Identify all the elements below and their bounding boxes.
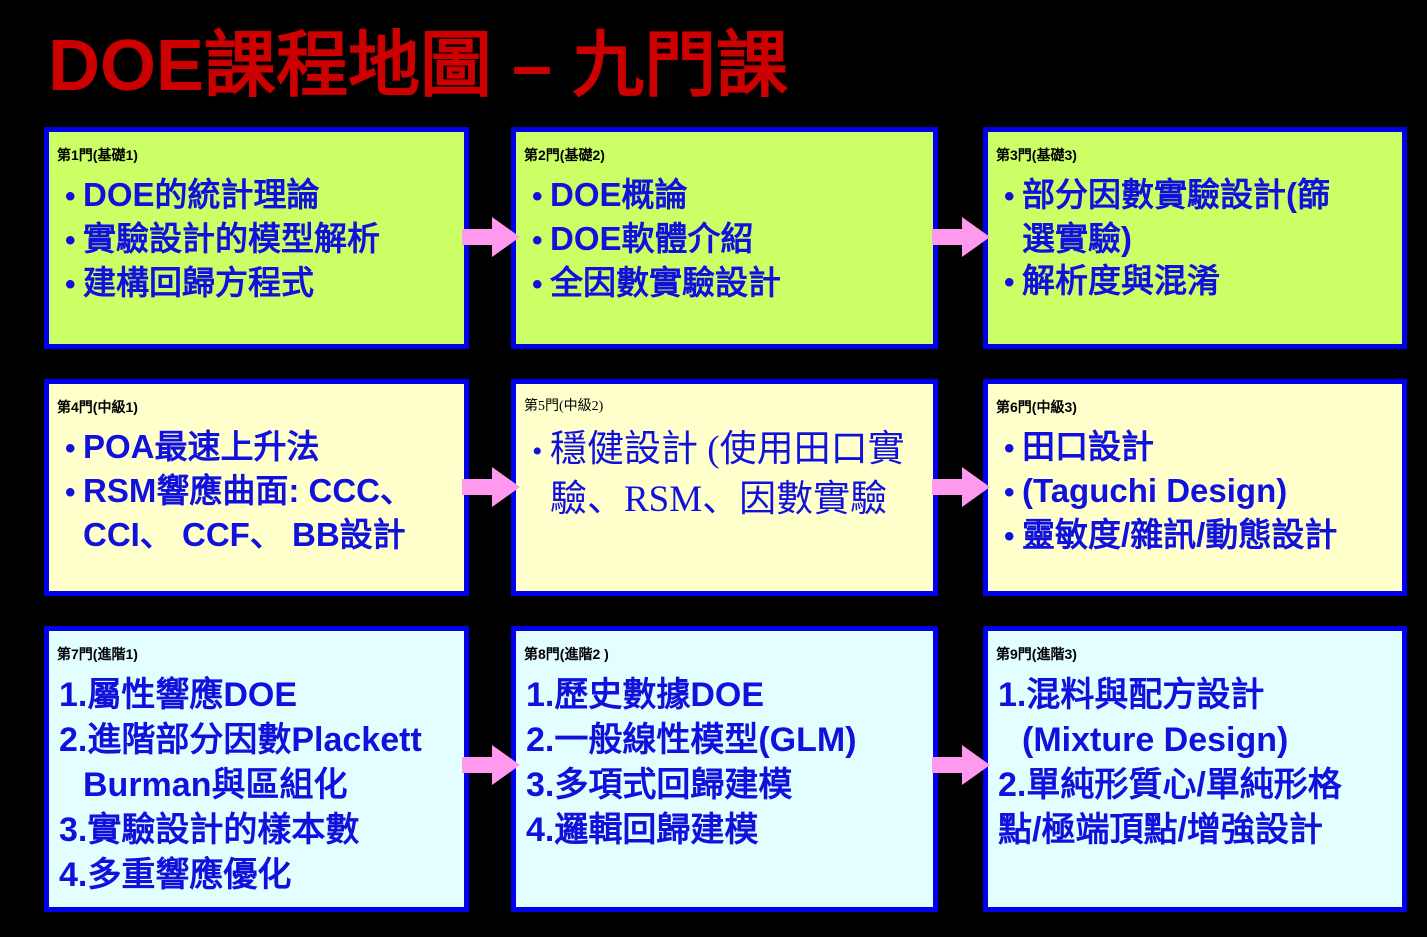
- course-line: DOE概論: [526, 174, 929, 218]
- course-box-2-heading: 第2門(基礎2): [524, 147, 605, 163]
- course-line: 4.邏輯回歸建模: [526, 811, 759, 849]
- course-line: 1.混料與配方設計: [998, 676, 1265, 714]
- course-box-1-heading: 第1門(基礎1): [57, 147, 138, 163]
- course-box-9-body: 1.混料與配方設計 (Mixture Design) 2.單純形質心/單純形格點/極…: [988, 673, 1402, 853]
- course-line: 2.進階部分因數Plackett: [59, 721, 422, 759]
- arrow-7-to-8-icon: [462, 742, 520, 788]
- course-line: 解析度與混淆: [998, 260, 1398, 304]
- course-line: DOE軟體介紹: [526, 218, 929, 262]
- course-line: 2.單純形質心/單純形格: [998, 766, 1342, 804]
- course-line: RSM響應曲面: CCC、: [59, 470, 460, 514]
- course-box-6[interactable]: 第6門(中級3) 田口設計(Taguchi Design)靈敏度/雜訊/動態設計: [983, 379, 1407, 596]
- course-line: 部分因數實驗設計(篩: [998, 174, 1398, 218]
- course-line: CCI、 CCF、 BB設計: [83, 516, 406, 553]
- course-line: (Taguchi Design): [998, 470, 1398, 514]
- course-line: 全因數實驗設計: [526, 262, 929, 306]
- page-title: DOE課程地圖 – 九門課: [48, 26, 789, 106]
- course-box-7-heading: 第7門(進階1): [57, 646, 138, 662]
- course-line: POA最速上升法: [59, 426, 460, 470]
- course-box-1-body: DOE的統計理論實驗設計的模型解析建構回歸方程式: [49, 174, 464, 306]
- course-box-1[interactable]: 第1門(基礎1) DOE的統計理論實驗設計的模型解析建構回歸方程式: [44, 127, 469, 349]
- course-line: Burman與區組化: [83, 766, 348, 804]
- course-box-9-heading: 第9門(進階3): [996, 646, 1077, 662]
- course-box-6-heading: 第6門(中級3): [996, 399, 1077, 415]
- course-line: 田口設計: [998, 426, 1398, 470]
- course-line: 3.實驗設計的樣本數: [59, 811, 360, 849]
- course-box-4[interactable]: 第4門(中級1) POA最速上升法RSM響應曲面: CCC、CCI、 CCF、 B…: [44, 379, 469, 596]
- course-line: DOE的統計理論: [59, 174, 460, 218]
- course-line: 建構回歸方程式: [59, 262, 460, 306]
- course-box-3-heading: 第3門(基礎3): [996, 147, 1077, 163]
- course-box-2[interactable]: 第2門(基礎2) DOE概論DOE軟體介紹全因數實驗設計: [511, 127, 938, 349]
- course-line: (Mixture Design): [1022, 721, 1289, 759]
- course-line: 選實驗): [1022, 220, 1132, 257]
- course-line: 驗、RSM、因數實驗: [550, 479, 888, 520]
- course-box-8-heading: 第8門(進階2 ): [524, 646, 609, 662]
- course-line: 1.歷史數據DOE: [526, 676, 765, 714]
- course-line: 實驗設計的模型解析: [59, 218, 460, 262]
- arrow-2-to-3-icon: [932, 214, 990, 260]
- course-box-5-heading: 第5門(中級2): [524, 399, 604, 414]
- course-line: 1.屬性響應DOE: [59, 676, 298, 714]
- course-box-8-body: 1.歷史數據DOE 2.一般線性模型(GLM) 3.多項式回歸建模 4.邏輯回歸建模: [516, 673, 933, 853]
- course-box-4-heading: 第4門(中級1): [57, 399, 138, 415]
- course-line: 3.多項式回歸建模: [526, 766, 793, 804]
- course-box-6-body: 田口設計(Taguchi Design)靈敏度/雜訊/動態設計: [988, 426, 1402, 558]
- course-box-4-body: POA最速上升法RSM響應曲面: CCC、CCI、 CCF、 BB設計: [49, 426, 464, 556]
- course-line: 靈敏度/雜訊/動態設計: [998, 514, 1398, 558]
- course-line: 點/極端頂點/增強設計: [998, 811, 1323, 849]
- arrow-1-to-2-icon: [462, 214, 520, 260]
- course-line: 穩健設計 (使用田口實: [526, 426, 929, 476]
- course-line: 2.一般線性模型(GLM): [526, 721, 857, 759]
- arrow-4-to-5-icon: [462, 464, 520, 510]
- course-box-9[interactable]: 第9門(進階3) 1.混料與配方設計 (Mixture Design) 2.單純形質心…: [983, 626, 1407, 912]
- course-box-8[interactable]: 第8門(進階2 ) 1.歷史數據DOE 2.一般線性模型(GLM) 3.多項式回歸建模…: [511, 626, 938, 912]
- course-box-2-body: DOE概論DOE軟體介紹全因數實驗設計: [516, 174, 933, 306]
- course-line: 4.多重響應優化: [59, 856, 292, 894]
- arrow-8-to-9-icon: [932, 742, 990, 788]
- arrow-5-to-6-icon: [932, 464, 990, 510]
